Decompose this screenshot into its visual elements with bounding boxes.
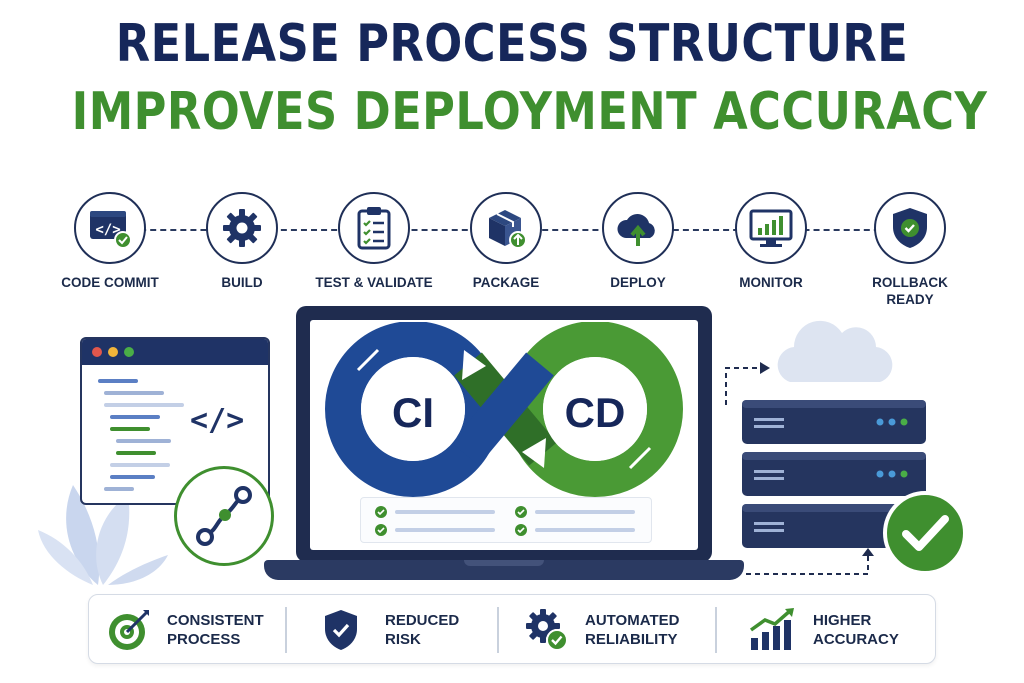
code-lines xyxy=(98,379,184,491)
benefit-line2: RISK xyxy=(385,631,421,648)
svg-text:</>: </> xyxy=(95,222,120,238)
server-stack-icon xyxy=(742,400,926,548)
editor-titlebar xyxy=(82,339,268,365)
cloud-upload-icon xyxy=(617,214,655,246)
checklist-items xyxy=(375,506,635,536)
minimize-dot-icon xyxy=(108,347,118,357)
stage-monitor: MONITOR xyxy=(701,192,841,291)
stage-label: ROLLBACK READY xyxy=(872,275,948,307)
benefit-divider xyxy=(715,607,717,653)
git-branch-badge xyxy=(174,466,274,566)
stage-label: BUILD xyxy=(221,275,263,290)
checklist-panel xyxy=(360,497,652,543)
cd-label: CD xyxy=(564,389,626,436)
benefit-automated-reliability: AUTOMATED RELIABILITY xyxy=(523,595,679,665)
ci-label: CI xyxy=(392,389,434,436)
stage-code-commit: </> CODE COMMIT xyxy=(40,192,180,291)
stage-label: TEST & VALIDATE xyxy=(315,275,433,290)
laptop-base xyxy=(264,560,744,580)
stage-rollback-ready: ROLLBACK READY xyxy=(840,192,980,308)
benefit-divider xyxy=(285,607,287,653)
shield-check-icon xyxy=(325,610,357,650)
monitor-chart-icon xyxy=(749,209,793,247)
stage-deploy: DEPLOY xyxy=(568,192,708,291)
benefit-higher-accuracy: HIGHER ACCURACY xyxy=(747,595,899,665)
ci-cd-infinity-loop xyxy=(325,322,683,497)
stage-build: BUILD xyxy=(172,192,312,291)
benefit-line1: AUTOMATED xyxy=(585,612,680,629)
gear-icon xyxy=(223,209,261,247)
arrow-from-server xyxy=(746,548,874,575)
leaves-decoration xyxy=(38,485,168,585)
benefit-line2: PROCESS xyxy=(167,631,241,648)
cloud-icon xyxy=(777,320,893,382)
growth-chart-icon xyxy=(749,608,794,650)
code-commit-icon: </> xyxy=(90,211,132,249)
maximize-dot-icon xyxy=(124,347,134,357)
benefit-line1: HIGHER xyxy=(813,612,872,629)
stage-package: PACKAGE xyxy=(436,192,576,291)
git-branch-icon xyxy=(196,486,252,546)
clipboard-checklist-icon xyxy=(357,207,391,250)
shield-check-icon xyxy=(893,208,927,248)
package-box-icon xyxy=(489,210,527,249)
benefit-divider xyxy=(497,607,499,653)
code-symbol: </> xyxy=(190,403,245,438)
target-icon xyxy=(109,610,149,650)
benefit-consistent-process: CONSISTENT PROCESS xyxy=(105,595,264,665)
page-title: RELEASE PROCESS STRUCTURE xyxy=(115,14,909,74)
stage-label: MONITOR xyxy=(739,275,803,290)
arrow-to-cloud xyxy=(725,362,770,405)
stage-label: DEPLOY xyxy=(610,275,666,290)
page-subtitle: IMPROVES DEPLOYMENT ACCURACY xyxy=(71,82,988,142)
stage-label: PACKAGE xyxy=(472,275,540,290)
benefits-bar: CONSISTENT PROCESS REDUCED RISK xyxy=(88,594,936,664)
stage-test-validate: TEST & VALIDATE xyxy=(304,192,444,291)
close-dot-icon xyxy=(92,347,102,357)
benefit-line2: RELIABILITY xyxy=(585,631,678,648)
gear-check-icon xyxy=(526,609,568,651)
benefit-reduced-risk: REDUCED RISK xyxy=(321,595,459,665)
benefit-line2: ACCURACY xyxy=(813,631,899,648)
benefit-line1: CONSISTENT xyxy=(167,612,264,629)
success-check-icon xyxy=(883,491,967,575)
benefit-line1: REDUCED xyxy=(385,612,460,629)
stage-label: CODE COMMIT xyxy=(61,275,159,290)
pipeline-stages: </> CODE COMMIT xyxy=(0,192,1024,322)
